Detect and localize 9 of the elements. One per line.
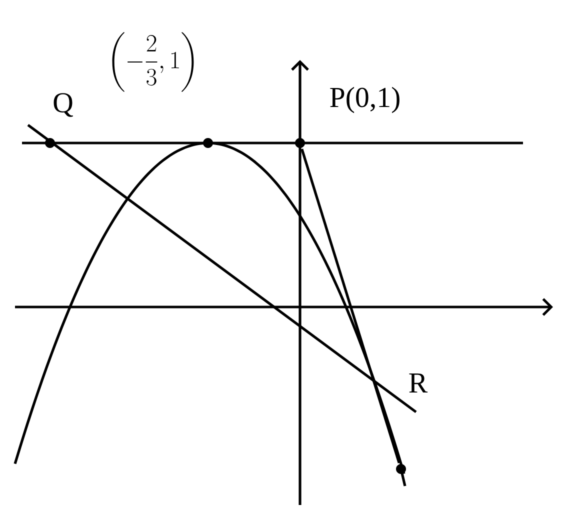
- point-dot: [203, 138, 213, 148]
- coordinate-label: $\left(-\frac{2}{3},1\right)$: [112, 32, 194, 92]
- point-dot: [396, 464, 406, 474]
- point-label: Q: [54, 93, 73, 117]
- point-dot: [45, 138, 55, 148]
- point-dot: [295, 138, 305, 148]
- point-label: P(0,1): [330, 86, 400, 114]
- point-label: R: [409, 374, 428, 392]
- line-segment: [300, 148, 400, 464]
